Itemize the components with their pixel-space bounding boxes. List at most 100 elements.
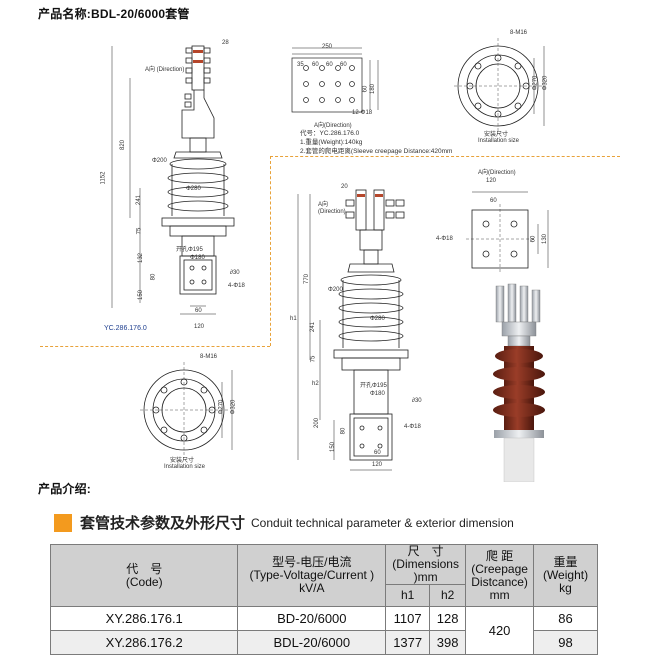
direction-label: A向(Direction) — [478, 170, 516, 176]
header-type-unit: kV/A — [299, 581, 325, 595]
cell-weight: 98 — [533, 630, 598, 655]
dim-label: 241 — [310, 321, 317, 333]
table-row: XY.286.176.1 BD-20/6000 1107 128 420 86 — [49, 606, 598, 655]
header-h2: h2 — [429, 584, 467, 607]
header-weight-en: (Weight) — [542, 568, 589, 582]
dim-label: 60 — [312, 62, 319, 68]
header-type-en: (Type-Voltage/Current ) — [249, 568, 375, 582]
dim-label: 75 — [136, 227, 143, 235]
dim-label: 开孔Φ195 — [360, 383, 387, 389]
dim-label: 180 — [370, 83, 377, 95]
dim-label: 820 — [120, 139, 127, 151]
dim-label: h2 — [312, 381, 319, 387]
header-code-en: (Code) — [125, 574, 163, 589]
note-weight: 1.重量(Weight):140kg — [300, 139, 363, 146]
note-creepage: 2.套管的爬电距离(Sleeve creepage Distance:420mm — [300, 148, 453, 155]
dim-label: 132 — [138, 252, 145, 264]
cell-h1: 1107 — [385, 606, 431, 631]
dim-label: 150 — [138, 289, 145, 301]
dim-label: 20 — [341, 184, 348, 190]
direction-label: A向 (Direction) — [145, 67, 185, 73]
section-title: 套管技术参数及外形尺寸 Conduit technical parameter … — [54, 512, 514, 533]
dim-label: Φ280 — [370, 316, 385, 322]
dim-label: 770 — [304, 273, 311, 285]
separator-line — [40, 346, 270, 347]
dim-label: 60 — [340, 62, 347, 68]
header-creep-cn: 爬 距 — [485, 548, 514, 563]
dim-label: 60 — [362, 85, 369, 93]
drawing-code: YC.286.176.0 — [104, 325, 147, 332]
dim-label: Φ270 — [218, 399, 225, 415]
cell-code: XY.286.176.1 — [49, 606, 239, 631]
header-weight-unit: kg — [559, 581, 572, 595]
bushing-product-photo — [474, 282, 564, 483]
dim-label: 60 — [326, 62, 333, 68]
header-dimensions: 尺 寸 (Dimensions )mm — [385, 544, 467, 585]
direction-label: A向(Direction) — [314, 123, 352, 129]
dim-label: ∂30 — [230, 270, 240, 276]
dim-label: 开孔Φ195 — [176, 247, 203, 253]
dim-label: 241 — [136, 194, 143, 206]
dim-label: Φ180 — [370, 391, 385, 397]
header-weight: 重量 (Weight) kg — [533, 544, 598, 607]
product-name-heading: 产品名称:BDL-20/6000套管 — [38, 7, 190, 21]
dim-label: 200 — [314, 417, 321, 429]
terminal-plate-drawing — [290, 40, 390, 130]
cell-weight: 86 — [533, 606, 598, 631]
dim-label: Φ200 — [152, 158, 167, 164]
dim-label: 4-Φ18 — [436, 236, 453, 242]
header-creep-en1: (Creepage — [471, 561, 528, 576]
dim-label: 60 — [195, 308, 202, 314]
header-code-cn: 代 号 — [126, 561, 163, 576]
separator-line — [270, 156, 620, 157]
table-row: XY.286.176.2 BDL-20/6000 1377 398 98 — [49, 630, 598, 655]
flange-plate-drawing — [466, 180, 566, 272]
dim-label: 28 — [222, 40, 229, 46]
dim-label: 130 — [542, 233, 549, 245]
dim-label: 8-M16 — [200, 354, 218, 360]
cell-code: XY.286.176.2 — [49, 630, 239, 655]
header-code: 代 号 (Code) — [49, 544, 239, 607]
header-creep-unit: mm — [489, 587, 510, 602]
header-creepage: 爬 距 (Creepage Distcance) mm — [465, 544, 535, 607]
dim-label: h1 — [290, 316, 297, 322]
dim-label: 120 — [194, 324, 205, 330]
install-size-cn: 安装尺寸 — [484, 132, 509, 138]
dim-label: Φ200 — [328, 287, 343, 293]
install-size-en: Installation size — [478, 138, 520, 144]
dim-label: 120 — [372, 462, 383, 468]
dim-label: Φ270 — [532, 75, 539, 91]
dim-label: 1152 — [100, 171, 107, 185]
header-weight-cn: 重量 — [553, 555, 578, 569]
dim-label: 250 — [322, 44, 333, 50]
dim-label: 80 — [340, 427, 347, 435]
header-dim-en: (Dimensions )mm — [392, 557, 459, 584]
spec-table: 代 号 (Code) 型号-电压/电流 (Type-Voltage/Curren… — [49, 544, 598, 655]
dim-label: Φ320 — [230, 399, 237, 415]
dim-label: 60 — [530, 235, 537, 243]
header-type-cn: 型号-电压/电流 — [272, 555, 352, 569]
install-size-cn: 安装尺寸 — [170, 458, 195, 464]
dim-label: Φ280 — [186, 186, 201, 192]
dim-label: 120 — [486, 178, 497, 184]
section-accent-bar — [54, 513, 72, 532]
header-creep-en2: Distcance) — [471, 574, 528, 589]
cell-h2: 398 — [429, 630, 467, 655]
direction-label: A向 (Direction) — [318, 202, 346, 215]
header-type: 型号-电压/电流 (Type-Voltage/Current ) kV/A — [237, 544, 387, 607]
section-title-cn: 套管技术参数及外形尺寸 — [80, 515, 246, 532]
dim-label: Φ320 — [542, 75, 549, 91]
section-title-en: Conduit technical parameter & exterior d… — [251, 515, 514, 530]
dim-label: 4-Φ18 — [404, 424, 421, 430]
install-size-en: Installation size — [164, 464, 206, 470]
dim-label: ∂30 — [412, 398, 422, 404]
dim-label: 12-Φ18 — [352, 110, 373, 116]
dim-label: 60 — [490, 198, 497, 204]
flange-drawing-top-right — [452, 36, 562, 136]
header-dim-cn: 尺 寸 — [407, 544, 444, 558]
bushing-drawing-middle — [290, 180, 440, 475]
cell-h2: 128 — [429, 606, 467, 631]
cell-type: BD-20/6000 — [237, 606, 387, 631]
flange-drawing-bottom-left — [138, 362, 248, 462]
dim-label: 80 — [150, 273, 157, 281]
